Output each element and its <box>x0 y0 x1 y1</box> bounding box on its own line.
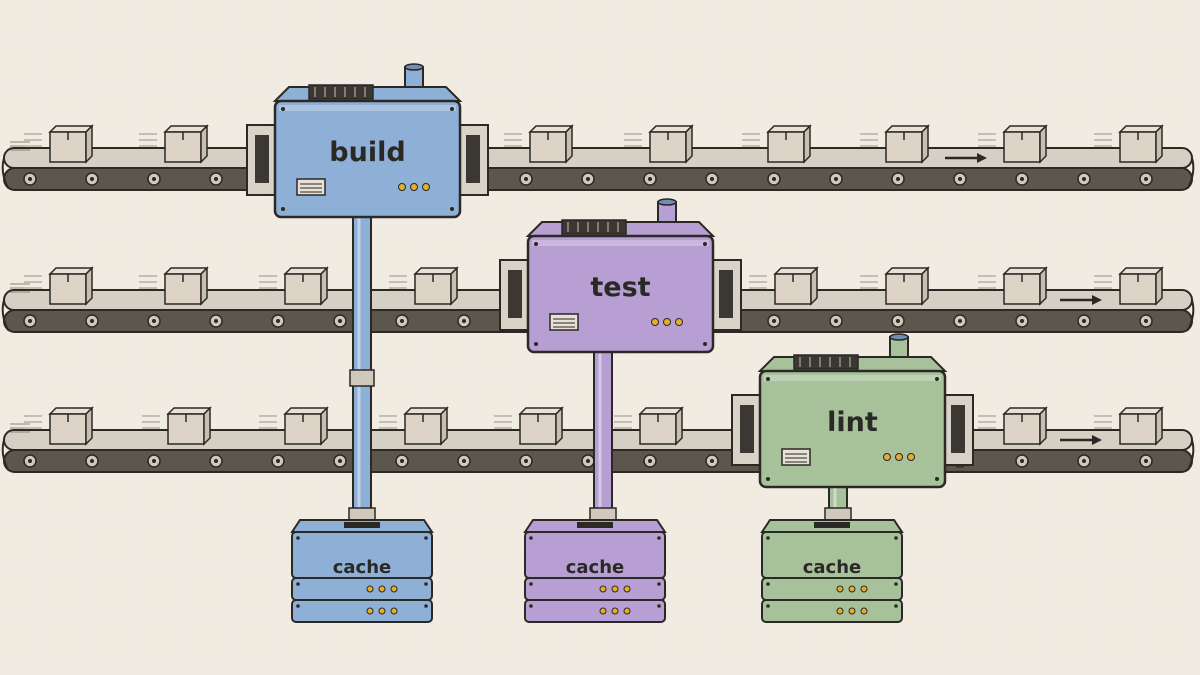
flow-arrow-icon <box>1060 435 1102 445</box>
cache-tier <box>524 599 666 623</box>
machines: build test lint <box>246 63 974 489</box>
cache-label: cache <box>566 557 625 578</box>
indicator-light-icon <box>848 607 856 615</box>
flow-arrows <box>945 153 1102 445</box>
package-box-icon <box>1094 266 1164 306</box>
lint-machine: lint <box>731 333 974 489</box>
package-box-icon <box>259 266 329 306</box>
indicator-light-icon <box>836 585 844 593</box>
vent-grille-icon <box>793 354 859 370</box>
package-box-icon <box>389 266 459 306</box>
vent-grille-icon <box>561 219 627 235</box>
indicator-light-icon <box>883 453 891 461</box>
cache-stack-build-cache: cache <box>290 519 434 623</box>
indicator-light-icon <box>366 585 374 593</box>
package-box-icon <box>749 266 819 306</box>
package-box-icon <box>24 266 94 306</box>
package-box-icon <box>860 124 930 164</box>
package-box-icon <box>139 266 209 306</box>
vent-grille-icon <box>308 84 374 100</box>
machine-label: build <box>329 137 405 168</box>
indicator-light-icon <box>907 453 915 461</box>
package-box-icon <box>742 124 812 164</box>
package-box-icon <box>379 406 449 446</box>
package-box-icon <box>978 406 1048 446</box>
indicator-light-icon <box>378 607 386 615</box>
indicator-light-icon <box>390 585 398 593</box>
indicator-light-icon <box>623 607 631 615</box>
cache-tier <box>761 577 903 601</box>
package-box-icon <box>259 406 329 446</box>
indicator-light-icon <box>611 585 619 593</box>
indicator-light-icon <box>599 585 607 593</box>
cache-tier <box>524 577 666 601</box>
vent-grille-icon <box>549 313 579 331</box>
cache-tier <box>761 599 903 623</box>
cache-stacks: cache cache cache <box>290 519 904 623</box>
indicator-light-icon <box>675 318 683 326</box>
package-box-icon <box>978 124 1048 164</box>
indicator-light-icon <box>599 607 607 615</box>
package-box-icon <box>494 406 564 446</box>
build-machine: build <box>246 63 489 219</box>
cache-label: cache <box>333 557 392 578</box>
indicator-light-icon <box>651 318 659 326</box>
indicator-light-icon <box>422 183 430 191</box>
pipe <box>589 339 617 521</box>
package-box-icon <box>24 124 94 164</box>
package-box-icon <box>1094 406 1164 446</box>
cache-tier <box>291 577 433 601</box>
test-machine: test <box>499 198 742 354</box>
package-box-icon <box>614 406 684 446</box>
machine-label: lint <box>827 407 878 438</box>
indicator-light-icon <box>398 183 406 191</box>
package-box-icon <box>504 124 574 164</box>
package-box-icon <box>139 124 209 164</box>
indicator-light-icon <box>860 607 868 615</box>
cache-label: cache <box>803 557 862 578</box>
machine-label: test <box>590 272 650 303</box>
pipe <box>348 204 376 521</box>
indicator-light-icon <box>836 607 844 615</box>
indicator-light-icon <box>378 585 386 593</box>
indicator-light-icon <box>848 585 856 593</box>
indicator-light-icon <box>390 607 398 615</box>
package-box-icon <box>624 124 694 164</box>
flow-arrow-icon <box>945 153 987 163</box>
package-box-icon <box>142 406 212 446</box>
indicator-light-icon <box>860 585 868 593</box>
package-box-icon <box>860 266 930 306</box>
flow-arrow-icon <box>1060 295 1102 305</box>
package-box-icon <box>24 406 94 446</box>
package-box-icon <box>978 266 1048 306</box>
indicator-light-icon <box>895 453 903 461</box>
cache-stack-lint-cache: cache <box>760 519 904 623</box>
cache-tier <box>291 599 433 623</box>
vent-grille-icon <box>781 448 811 466</box>
indicator-light-icon <box>410 183 418 191</box>
vent-grille-icon <box>296 178 326 196</box>
indicator-light-icon <box>623 585 631 593</box>
indicator-light-icon <box>611 607 619 615</box>
indicator-light-icon <box>663 318 671 326</box>
cache-stack-test-cache: cache <box>523 519 667 623</box>
packages <box>24 124 1164 446</box>
indicator-light-icon <box>366 607 374 615</box>
package-box-icon <box>1094 124 1164 164</box>
